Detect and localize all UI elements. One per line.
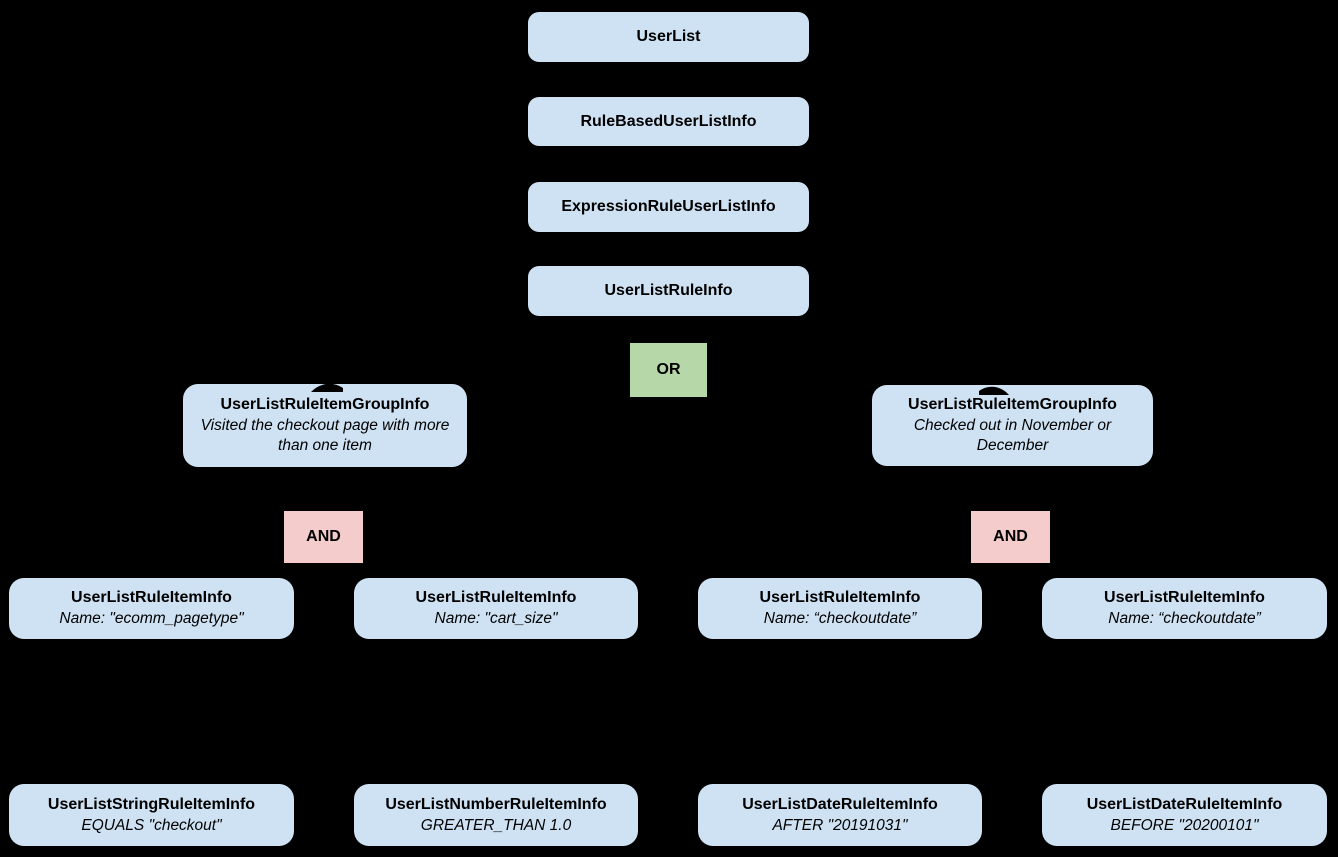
node-label: UserListDateRuleItemInfo [1086,795,1283,813]
operator-label: AND [993,528,1028,545]
node-leaf-date-rule-item-after: UserListDateRuleItemInfo AFTER "20191031… [698,784,982,846]
node-label: UserListDateRuleItemInfo [742,795,938,813]
or-operator-box: OR [630,343,707,397]
node-description: GREATER_THAN 1.0 [420,816,572,834]
operator-label: AND [306,528,341,545]
node-userlist: UserList [528,12,809,62]
node-leaf-date-rule-item-before: UserListDateRuleItemInfo BEFORE "2020010… [1042,784,1327,846]
node-rule-item-2: UserListRuleItemInfo Name: "cart_size" [354,578,638,639]
node-label: UserList [636,28,701,46]
node-description: Name: "ecomm_pagetype" [59,610,244,628]
node-expression-rule-user-list-info: ExpressionRuleUserListInfo [528,182,809,232]
and-operator-box-left: AND [284,511,363,563]
node-rule-based-user-list-info: RuleBasedUserListInfo [528,97,809,146]
node-label: UserListRuleInfo [604,282,733,300]
node-label: UserListRuleItemGroupInfo [220,396,430,414]
node-rule-item-3: UserListRuleItemInfo Name: “checkoutdate… [698,578,982,639]
node-label: RuleBasedUserListInfo [580,112,757,130]
node-label: UserListStringRuleItemInfo [47,795,256,813]
node-rule-item-4: UserListRuleItemInfo Name: “checkoutdate… [1042,578,1327,639]
node-description: Checked out in November or December [913,416,1112,455]
and-operator-box-right: AND [971,511,1050,563]
node-description: BEFORE "20200101" [1110,816,1259,834]
node-leaf-number-rule-item: UserListNumberRuleItemInfo GREATER_THAN … [354,784,638,846]
node-leaf-string-rule-item: UserListStringRuleItemInfo EQUALS "check… [9,784,294,846]
node-description: Name: "cart_size" [434,610,558,628]
node-description: Name: “checkoutdate” [1108,610,1261,628]
node-label: ExpressionRuleUserListInfo [561,198,776,216]
node-rule-item-1: UserListRuleItemInfo Name: "ecomm_pagety… [9,578,294,639]
node-label: UserListRuleItemInfo [1104,589,1265,607]
node-description: EQUALS "checkout" [81,816,222,834]
node-rule-item-group-right: UserListRuleItemGroupInfo Checked out in… [872,385,1153,466]
node-label: UserListNumberRuleItemInfo [385,795,607,813]
node-description: AFTER "20191031" [772,816,908,834]
node-rule-item-group-left: UserListRuleItemGroupInfo Visited the ch… [183,384,467,467]
node-label: UserListRuleItemGroupInfo [908,396,1117,414]
operator-label: OR [656,361,681,378]
node-user-list-rule-info: UserListRuleInfo [528,266,809,316]
node-label: UserListRuleItemInfo [759,589,921,607]
node-label: UserListRuleItemInfo [71,589,232,607]
node-label: UserListRuleItemInfo [415,589,577,607]
node-description: Visited the checkout page with more than… [200,416,450,455]
node-description: Name: “checkoutdate” [763,610,917,628]
